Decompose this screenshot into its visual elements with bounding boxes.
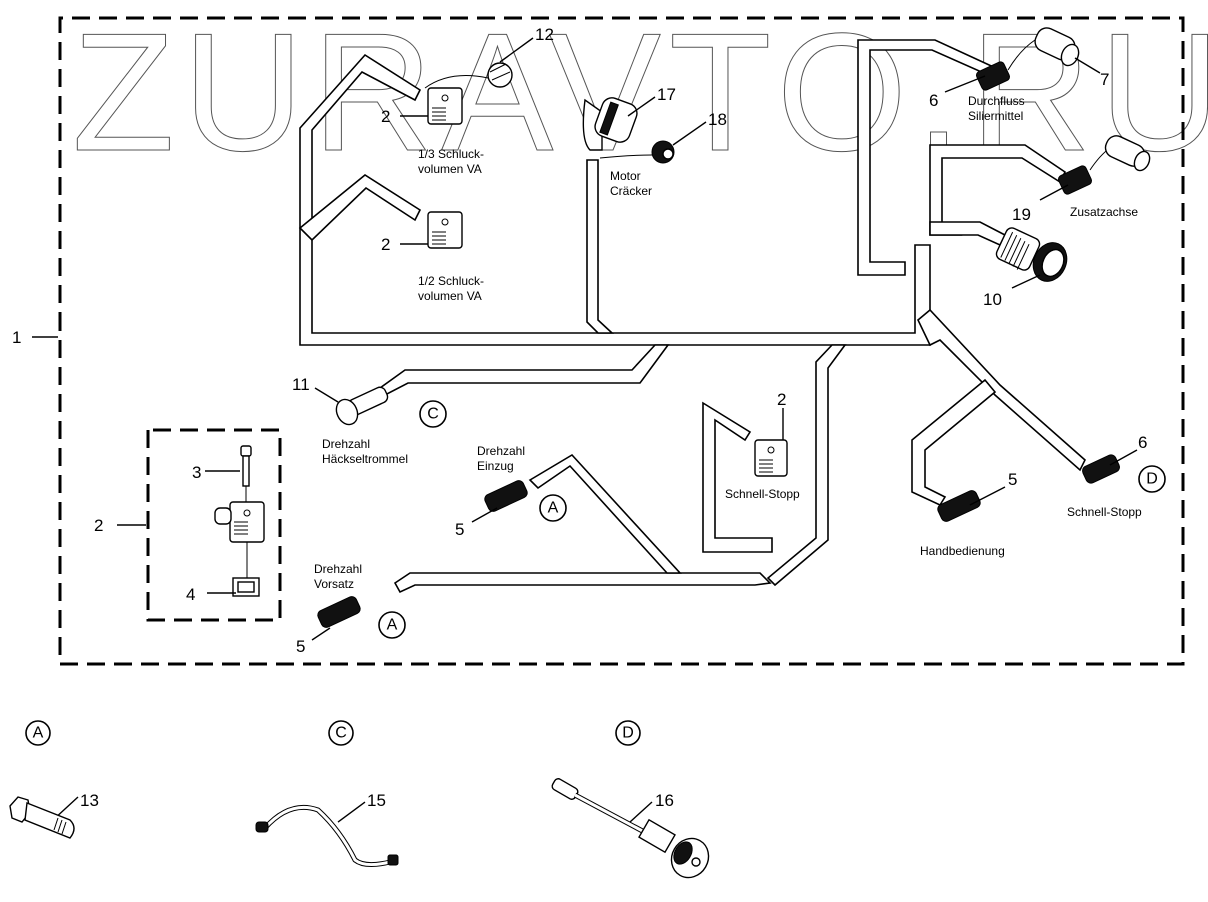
valve-coil-2-upper bbox=[427, 87, 463, 125]
harness-branch-vorsatz bbox=[393, 572, 772, 594]
leaders bbox=[52, 37, 1138, 823]
callout-5-vorsatz: 5 bbox=[296, 637, 305, 656]
svg-text:C: C bbox=[335, 725, 347, 742]
label-schluck-12-line2: volumen VA bbox=[418, 289, 482, 303]
callout-12: 12 bbox=[535, 25, 554, 44]
callout-4: 4 bbox=[186, 585, 195, 604]
callout-5-einzug: 5 bbox=[455, 520, 464, 539]
callout-15: 15 bbox=[367, 791, 386, 810]
marker-a-einzug: A bbox=[539, 494, 567, 522]
harness-branch-schluck-12 bbox=[298, 174, 422, 242]
svg-text:A: A bbox=[548, 500, 559, 517]
svg-text:D: D bbox=[1146, 471, 1158, 488]
detail-coil-2 bbox=[214, 501, 265, 578]
callout-18: 18 bbox=[708, 110, 727, 129]
callout-6-durchfluss: 6 bbox=[929, 91, 938, 110]
callout-16: 16 bbox=[655, 791, 674, 810]
label-zusatzachse: Zusatzachse bbox=[1070, 205, 1138, 219]
callout-3: 3 bbox=[192, 463, 201, 482]
assembly-frame bbox=[58, 16, 1185, 666]
harness-branch-10 bbox=[929, 221, 1007, 247]
harness-branch-handbedienung bbox=[911, 378, 997, 507]
harness-branch-cracker bbox=[586, 159, 615, 334]
label-schluck-13-line1: 1/3 Schluck- bbox=[418, 147, 484, 161]
harness-branch-einzug bbox=[528, 453, 682, 574]
label-drehzahl-vorsatz-line1: Drehzahl bbox=[314, 562, 362, 576]
callout-11: 11 bbox=[292, 375, 310, 394]
callout-6-schnellstopp: 6 bbox=[1138, 433, 1147, 452]
svg-text:C: C bbox=[427, 406, 439, 423]
label-motor-cracker-line2: Cräcker bbox=[610, 184, 652, 198]
connector-11 bbox=[335, 386, 389, 426]
label-schluck-13-line2: volumen VA bbox=[418, 162, 482, 176]
connector-18 bbox=[599, 140, 675, 164]
svg-text:A: A bbox=[33, 725, 44, 742]
label-drehzahl-haecksel-line2: Häckseltrommel bbox=[322, 452, 408, 466]
callout-19: 19 bbox=[1012, 205, 1031, 224]
valve-coil-2-lower bbox=[427, 211, 463, 249]
callout-1: 1 bbox=[12, 328, 21, 347]
harness-branch-down bbox=[766, 344, 847, 587]
part-16-switch bbox=[551, 778, 710, 879]
label-drehzahl-haecksel-line1: Drehzahl bbox=[322, 437, 370, 451]
connector-19-mate bbox=[1104, 135, 1151, 172]
label-motor-cracker-line1: Motor bbox=[610, 169, 641, 183]
connector-6-schnellstopp bbox=[1082, 454, 1120, 484]
callout-10: 10 bbox=[983, 290, 1002, 309]
legend-marker-d: D bbox=[615, 720, 641, 746]
legend-marker-a: A bbox=[25, 720, 51, 746]
label-durchfluss-line2: Siliermittel bbox=[968, 109, 1023, 123]
label-drehzahl-vorsatz-line2: Vorsatz bbox=[314, 577, 354, 591]
label-schluck-12-line1: 1/2 Schluck- bbox=[418, 274, 484, 288]
callout-2-schnellstopp: 2 bbox=[777, 390, 786, 409]
svg-text:D: D bbox=[622, 725, 634, 742]
harness-branch-schnellstopp-mid bbox=[702, 401, 773, 553]
callout-2-detail: 2 bbox=[94, 516, 103, 535]
detail-bolt-3 bbox=[240, 445, 252, 505]
detail-seal-4 bbox=[232, 577, 260, 597]
connector-12 bbox=[424, 62, 513, 89]
callout-17: 17 bbox=[657, 85, 676, 104]
detail-box-2 bbox=[146, 428, 282, 622]
label-schnell-stopp-right: Schnell-Stopp bbox=[1067, 505, 1142, 519]
callout-2-lower: 2 bbox=[381, 235, 390, 254]
harness-branch-right-diagonal bbox=[917, 308, 1086, 472]
harness-branch-haecksel bbox=[378, 344, 670, 397]
marker-d-harness: D bbox=[1138, 465, 1166, 493]
connector-7 bbox=[1034, 27, 1080, 67]
callout-7: 7 bbox=[1100, 70, 1109, 89]
connector-6-durchfluss bbox=[975, 39, 1036, 91]
label-handbedienung: Handbedienung bbox=[920, 544, 1005, 558]
valve-coil-2-schnellstopp bbox=[754, 439, 788, 477]
label-durchfluss-line1: Durchfluss bbox=[968, 94, 1025, 108]
label-schnell-stopp-mid: Schnell-Stopp bbox=[725, 487, 800, 501]
connector-5-einzug bbox=[484, 480, 528, 512]
harness-trunk-upper bbox=[299, 53, 931, 346]
part-15-cable bbox=[255, 804, 399, 868]
connector-10 bbox=[995, 227, 1068, 282]
label-drehzahl-einzug-line1: Drehzahl bbox=[477, 444, 525, 458]
part-13-bolt bbox=[9, 796, 75, 839]
callout-13: 13 bbox=[80, 791, 99, 810]
callout-5-handbedienung: 5 bbox=[1008, 470, 1017, 489]
legend-marker-c: C bbox=[328, 720, 354, 746]
harness-main bbox=[298, 39, 1086, 594]
callout-2-upper: 2 bbox=[381, 107, 390, 126]
svg-text:A: A bbox=[387, 617, 398, 634]
label-drehzahl-einzug-line2: Einzug bbox=[477, 459, 514, 473]
connector-5-vorsatz bbox=[317, 596, 361, 628]
harness-branch-durchfluss bbox=[857, 39, 1002, 276]
marker-a-vorsatz: A bbox=[378, 611, 406, 639]
connector-17 bbox=[582, 97, 638, 151]
connector-5-handbedienung bbox=[937, 490, 981, 522]
marker-c-harness: C bbox=[419, 400, 447, 428]
